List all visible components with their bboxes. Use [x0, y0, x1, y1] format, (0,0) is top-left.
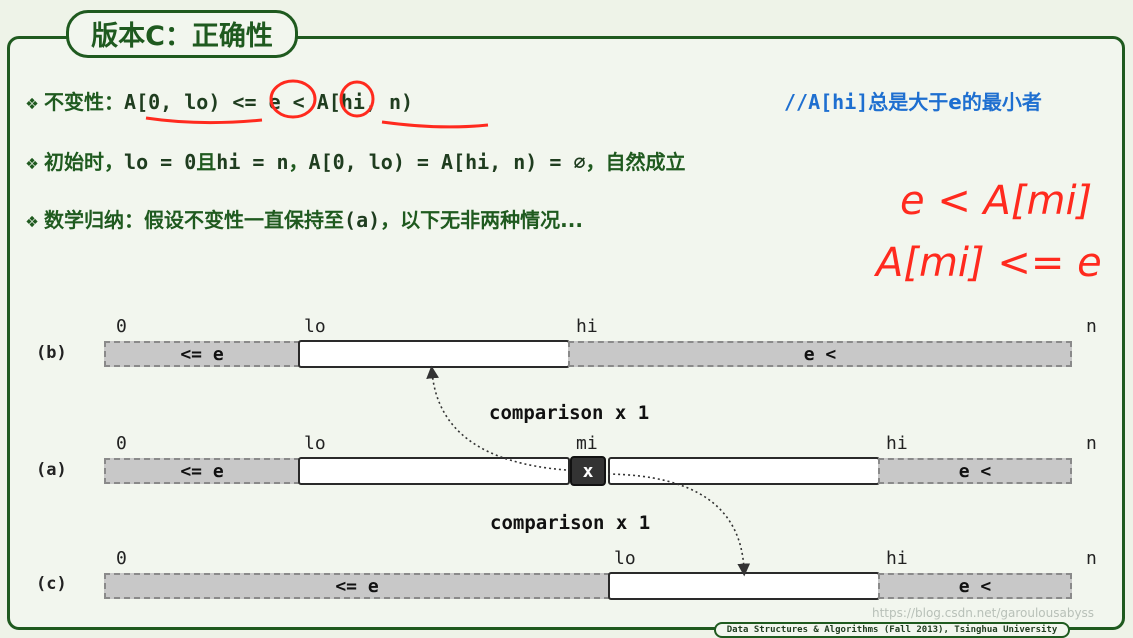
diamond-bullet-icon: ❖: [26, 150, 39, 174]
row-label-b: (b): [36, 343, 67, 363]
comparison-label-lower: comparison x 1: [490, 512, 651, 534]
tick-hi-b: hi: [576, 316, 598, 337]
row-label-a: (a): [36, 460, 67, 480]
tick-hi-c: hi: [886, 548, 908, 569]
tick-lo-b: lo: [304, 316, 326, 337]
row-label-c: (c): [36, 574, 67, 594]
footer-credit: Data Structures & Algorithms (Fall 2013)…: [714, 622, 1070, 638]
slide-frame: [7, 36, 1125, 630]
tick-lo-a: lo: [304, 433, 326, 454]
segment-le-e-b: <= e: [104, 341, 300, 367]
tick-0-a: 0: [116, 433, 127, 454]
handwriting-line-1: e < A[mi]: [900, 178, 1093, 224]
watermark: https://blog.csdn.net/garoulousabyss: [872, 606, 1095, 620]
segment-left-half-a: [298, 457, 570, 485]
bullet-initial: ❖初始时，lo = 0且hi = n，A[0, lo) = A[hi, n) =…: [26, 150, 686, 174]
arrow-to-c: [607, 473, 751, 577]
diamond-bullet-icon: ❖: [26, 90, 39, 114]
red-underline-left: [145, 116, 263, 125]
tick-mi-a: mi: [576, 433, 598, 454]
segment-le-e-a: <= e: [104, 458, 300, 484]
segment-e-lt-c: e <: [878, 573, 1072, 599]
segment-e-lt-b: e <: [568, 341, 1072, 367]
tick-hi-a: hi: [886, 433, 908, 454]
pivot-mi-cell: x: [570, 456, 606, 486]
code-comment: //A[hi]总是大于e的最小者: [784, 90, 1042, 114]
tick-lo-c: lo: [614, 548, 636, 569]
arrow-to-b: [426, 365, 567, 471]
tick-n-b: n: [1086, 316, 1097, 337]
tick-0-b: 0: [116, 316, 127, 337]
tick-n-c: n: [1086, 548, 1097, 569]
comparison-label-upper: comparison x 1: [489, 402, 650, 424]
handwriting-line-2: A[mi] <= e: [876, 240, 1102, 286]
red-circle-le: [269, 79, 317, 119]
diamond-bullet-icon: ❖: [26, 208, 39, 232]
segment-right-half-a: [608, 457, 880, 485]
segment-e-lt-a: e <: [878, 458, 1072, 484]
red-underline-right: [381, 120, 489, 129]
tick-0-c: 0: [116, 548, 127, 569]
bullet-induction: ❖数学归纳：假设不变性一直保持至(a)，以下无非两种情况...: [26, 208, 583, 232]
tick-n-a: n: [1086, 433, 1097, 454]
slide-title: 版本C：正确性: [66, 10, 298, 58]
red-circle-lt: [339, 80, 375, 118]
